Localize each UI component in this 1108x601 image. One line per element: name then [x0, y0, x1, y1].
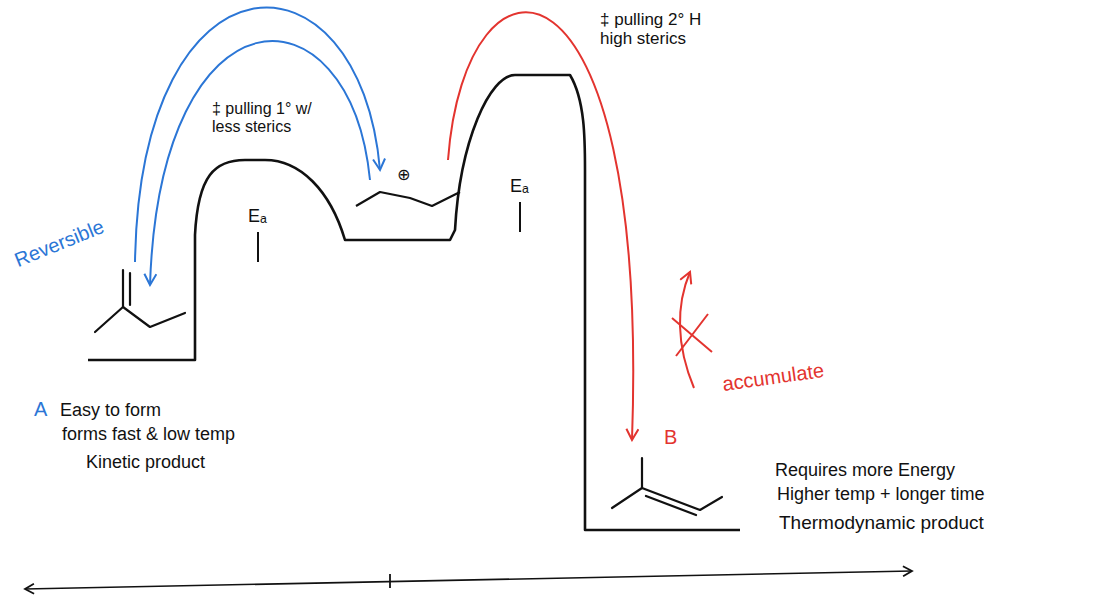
- cross-mark: [672, 314, 712, 356]
- label-text: Thermodynamic product: [779, 512, 984, 533]
- note-label: Reversible: [11, 215, 107, 271]
- label-text: Reversible: [11, 215, 107, 271]
- label-text: Eₐ: [510, 176, 529, 196]
- forward-arrow: [135, 8, 380, 262]
- note-label: Thermodynamic product: [779, 512, 984, 533]
- label-text: Requires more Energy: [775, 460, 955, 480]
- ea-tick: [519, 202, 521, 232]
- alkene-a: [95, 270, 185, 332]
- label-text: B: [664, 426, 677, 448]
- label-text: A: [34, 398, 47, 420]
- note-label: Kinetic product: [86, 452, 205, 472]
- activation-label: Eₐ: [510, 176, 529, 196]
- reverse-arrow: [150, 41, 370, 285]
- note-label: Higher temp + longer time: [777, 484, 985, 504]
- label-text: ‡ pulling 2° H high sterics: [600, 10, 715, 48]
- label-text: Kinetic product: [86, 452, 205, 472]
- label-text: ‡ pulling 1° w/ less sterics: [212, 100, 330, 136]
- product-letter: B: [664, 426, 677, 448]
- label-text: Higher temp + longer time: [777, 484, 985, 504]
- reaction-axis: [25, 571, 912, 589]
- ea-tick: [257, 232, 259, 262]
- note-label: Easy to form: [60, 400, 161, 420]
- label-text: accumulate: [721, 359, 825, 395]
- label-text: Easy to form: [60, 400, 161, 420]
- label-text: ⊕: [397, 166, 410, 184]
- axis-tick: [389, 574, 391, 588]
- transition-note: ‡ pulling 1° w/ less sterics: [212, 100, 330, 136]
- note-label: Requires more Energy: [775, 460, 955, 480]
- charge-label: ⊕: [397, 166, 410, 184]
- note-label: forms fast & low temp: [62, 424, 235, 444]
- label-text: Eₐ: [248, 206, 267, 226]
- alkene-b: [612, 458, 722, 515]
- note-label: accumulate: [721, 359, 825, 395]
- product-letter: A: [34, 398, 47, 420]
- activation-label: Eₐ: [248, 206, 267, 226]
- label-text: forms fast & low temp: [62, 424, 235, 444]
- thermo-arrow: [448, 12, 633, 440]
- carbocation: [356, 192, 460, 206]
- transition-note: ‡ pulling 2° H high sterics: [600, 10, 715, 48]
